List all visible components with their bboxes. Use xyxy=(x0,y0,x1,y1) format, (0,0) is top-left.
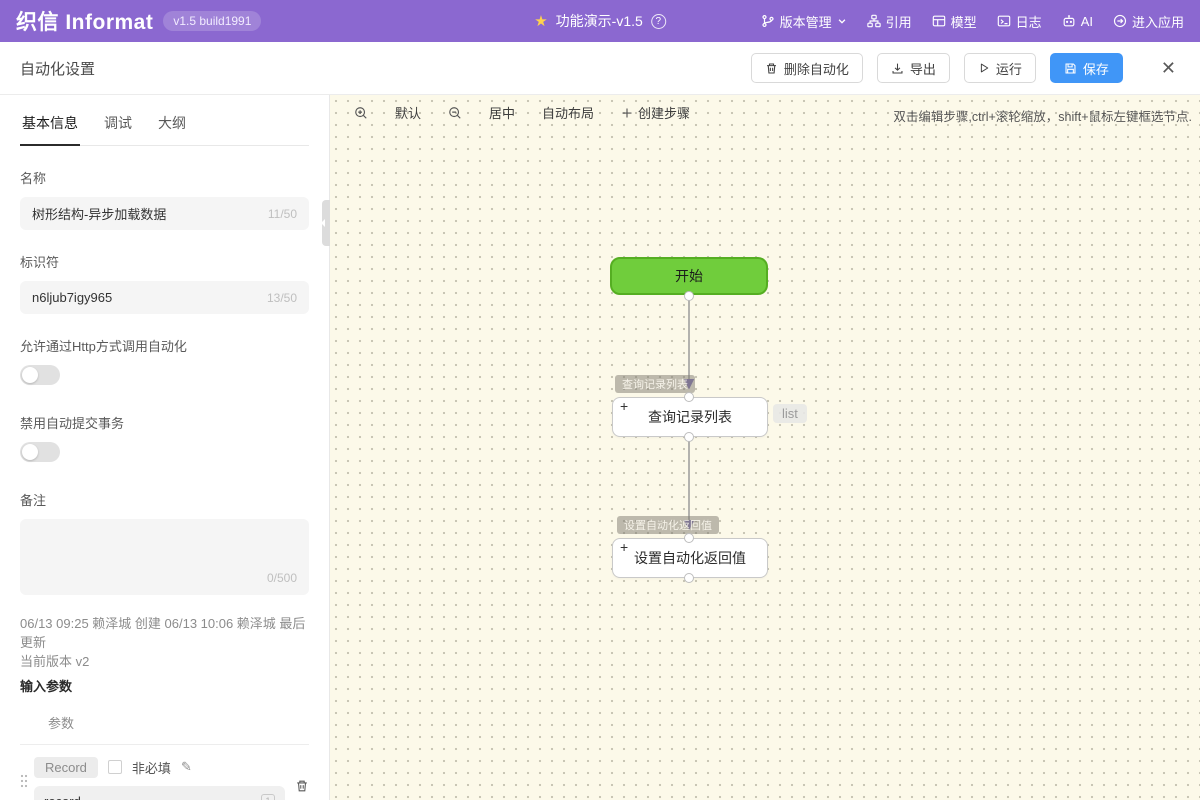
param-name-input[interactable]: record 1 xyxy=(34,785,285,800)
center-button[interactable]: 居中 xyxy=(489,106,516,121)
optional-checkbox[interactable] xyxy=(107,760,122,775)
connector-dot[interactable] xyxy=(684,392,694,402)
grid-icon xyxy=(932,15,945,27)
menu-enter-app[interactable]: 进入应用 xyxy=(1113,12,1184,31)
help-icon[interactable]: ? xyxy=(650,13,666,29)
page-title: 自动化设置 xyxy=(20,60,96,78)
note-textarea[interactable]: 0/500 xyxy=(20,519,309,595)
app-header: 织信 Informat v1.5 build1991 ★ 功能演示-v1.5 ?… xyxy=(0,0,1200,42)
trash-icon xyxy=(766,63,776,73)
menu-references[interactable]: 引用 xyxy=(866,12,912,31)
close-icon[interactable]: ✕ xyxy=(1160,58,1176,78)
node-plus-icon[interactable]: + xyxy=(620,539,629,555)
divider xyxy=(20,743,309,745)
flow-edges xyxy=(683,298,695,531)
export-button[interactable]: 导出 xyxy=(876,53,950,83)
note-label: 备注 xyxy=(20,493,47,508)
flow-node-set-return-value[interactable]: + 设置自动化返回值 xyxy=(612,538,768,578)
create-step-button[interactable]: 创建步骤 xyxy=(621,103,690,122)
play-icon xyxy=(980,63,989,73)
panel-header: 自动化设置 删除自动化 导出 运行 保存 ✕ xyxy=(0,42,1200,95)
download-icon xyxy=(892,63,903,73)
save-button[interactable]: 保存 xyxy=(1049,53,1123,83)
settings-sidebar: 基本信息 调试 大纲 名称 树形结构-异步加载数据 11/50 标识符 n6lj… xyxy=(0,95,330,800)
param-delete-icon[interactable] xyxy=(295,779,309,793)
identifier-label: 标识符 xyxy=(20,255,60,270)
chevron-down-icon xyxy=(838,19,846,24)
delete-automation-button[interactable]: 删除自动化 xyxy=(750,53,863,83)
param-type-tag: Record xyxy=(34,756,98,778)
optional-label: 非必填 xyxy=(131,760,171,776)
identifier-input[interactable]: n6ljub7igy965 13/50 xyxy=(20,281,309,314)
node-badge-return: 设置自动化返回值 xyxy=(617,516,719,534)
sidebar-collapse-handle[interactable] xyxy=(321,200,330,246)
http-toggle[interactable] xyxy=(20,365,60,385)
zoom-in-icon[interactable] xyxy=(354,106,368,120)
run-button[interactable]: 运行 xyxy=(963,53,1036,83)
menu-ai[interactable]: AI xyxy=(1062,14,1093,29)
meta-line-created: 06/13 09:25 赖泽城 创建 06/13 10:06 赖泽城 最后更新 xyxy=(20,616,306,650)
zoom-default-button[interactable]: 默认 xyxy=(395,106,422,121)
transaction-toggle-label: 禁用自动提交事务 xyxy=(20,416,125,431)
edit-icon[interactable]: ✎ xyxy=(180,759,192,775)
plus-icon xyxy=(622,108,632,117)
node-plus-icon[interactable]: + xyxy=(620,398,629,414)
tab-outline[interactable]: 大纲 xyxy=(158,115,186,131)
app-title-group: ★ 功能演示-v1.5 ? xyxy=(534,0,666,42)
param-row: Record 非必填 ✎ record 1 xyxy=(20,745,309,800)
terminal-icon xyxy=(997,15,1010,27)
hierarchy-icon xyxy=(866,14,881,28)
field-type-icon: 1 xyxy=(261,793,275,800)
branch-icon xyxy=(762,14,774,28)
flow-canvas[interactable]: 默认 居中 自动布局 创建步骤 双击编辑步骤,ctrl+滚轮缩放，shift+鼠… xyxy=(330,95,1200,800)
panel-actions: 删除自动化 导出 运行 保存 ✕ xyxy=(750,53,1180,83)
menu-logs[interactable]: 日志 xyxy=(997,12,1042,31)
flow-node-start[interactable]: 开始 xyxy=(610,257,768,295)
connector-dot[interactable] xyxy=(684,573,694,583)
robot-icon xyxy=(1063,15,1075,27)
params-title: 参数 xyxy=(48,715,75,731)
tab-basic-info[interactable]: 基本信息 xyxy=(20,109,80,146)
drag-handle-icon[interactable] xyxy=(20,773,28,789)
version-badge: v1.5 build1991 xyxy=(163,11,262,31)
note-counter: 0/500 xyxy=(266,571,297,585)
node-badge-query: 查询记录列表 xyxy=(615,375,695,393)
canvas-hint: 双击编辑步骤,ctrl+滚轮缩放，shift+鼠标左键框选节点. xyxy=(893,110,1192,124)
http-toggle-label: 允许通过Http方式调用自动化 xyxy=(20,339,187,354)
meta-info: 06/13 09:25 赖泽城 创建 06/13 10:06 赖泽城 最后更新 … xyxy=(20,615,309,672)
menu-version-manage[interactable]: 版本管理 xyxy=(761,12,847,31)
app-title: 功能演示-v1.5 xyxy=(555,13,643,29)
identifier-counter: 13/50 xyxy=(266,290,297,305)
star-icon: ★ xyxy=(534,13,548,30)
meta-line-version: 当前版本 v2 xyxy=(20,653,90,669)
canvas-toolbar: 默认 居中 自动布局 创建步骤 xyxy=(330,103,690,122)
main-area: 基本信息 调试 大纲 名称 树形结构-异步加载数据 11/50 标识符 n6lj… xyxy=(0,95,1200,800)
tab-debug[interactable]: 调试 xyxy=(104,115,132,131)
node-output-tag: list xyxy=(773,404,807,423)
name-label: 名称 xyxy=(20,171,47,186)
name-input[interactable]: 树形结构-异步加载数据 11/50 xyxy=(20,197,309,230)
flow-node-query-records[interactable]: + 查询记录列表 xyxy=(612,397,768,437)
sidebar-tabs: 基本信息 调试 大纲 xyxy=(20,109,309,146)
zoom-out-icon[interactable] xyxy=(448,106,462,120)
save-icon xyxy=(1065,63,1076,73)
connector-dot[interactable] xyxy=(684,533,694,543)
app-logo: 织信 Informat xyxy=(16,11,154,34)
header-menu: 版本管理 引用 模型 日志 AI 进入应用 xyxy=(761,12,1184,31)
connector-dot[interactable] xyxy=(684,432,694,442)
name-counter: 11/50 xyxy=(267,206,297,221)
enter-app-icon xyxy=(1113,14,1127,28)
auto-layout-button[interactable]: 自动布局 xyxy=(542,106,595,121)
connector-dot[interactable] xyxy=(684,291,694,301)
input-params-title: 输入参数 xyxy=(20,678,73,694)
menu-models[interactable]: 模型 xyxy=(932,12,977,31)
transaction-toggle[interactable] xyxy=(20,442,60,462)
